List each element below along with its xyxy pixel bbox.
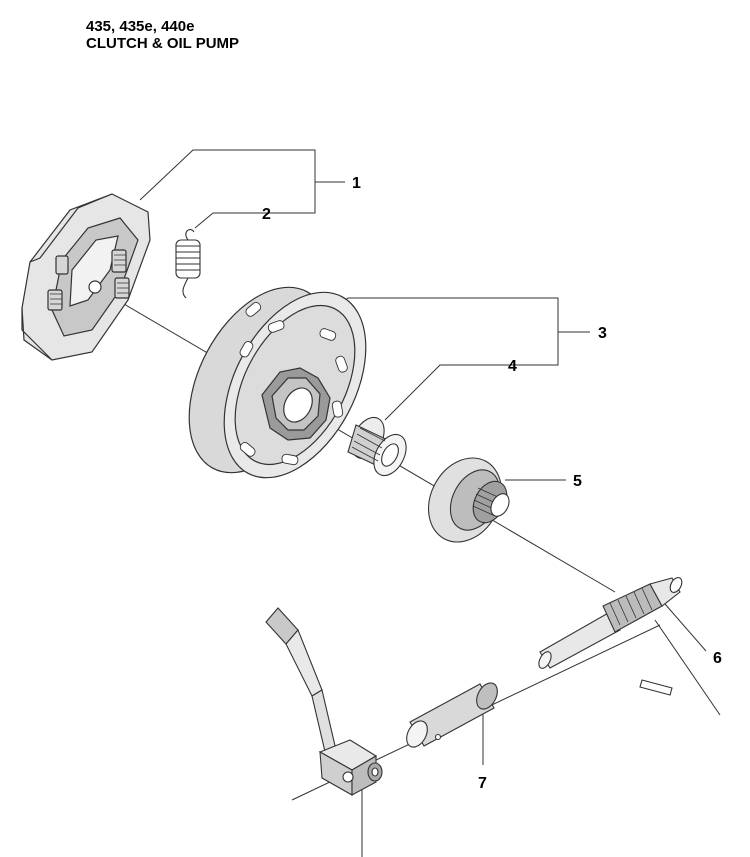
- leader-6: [664, 603, 707, 652]
- drive-shaft-part-6: [538, 577, 683, 696]
- oil-pump-lever: [265, 607, 383, 796]
- clutch-drum-part-3: [188, 286, 367, 479]
- callout-6: 6: [713, 650, 722, 667]
- model-numbers: 435, 435e, 440e: [86, 18, 195, 35]
- leader-3: [329, 297, 590, 333]
- leader-1: [139, 149, 345, 201]
- section-name: CLUTCH & OIL PUMP: [86, 35, 240, 52]
- clutch-spring-part-2: [175, 229, 201, 299]
- callout-5: 5: [573, 473, 582, 490]
- needle-bearing-part-4: [347, 416, 407, 477]
- diagram-title: 435, 435e, 440e CLUTCH & OIL PUMP: [86, 18, 239, 52]
- leader-4: [384, 332, 559, 421]
- clutch-assembly-part-1: [21, 193, 151, 361]
- callout-1: 1: [352, 175, 361, 192]
- sleeve-part-7: [406, 682, 498, 748]
- axis-line-drive: [654, 619, 721, 716]
- callout-7: 7: [478, 775, 487, 792]
- callout-2: 2: [262, 206, 271, 223]
- oil-pump-disc-part-5: [428, 457, 510, 543]
- leader-2: [194, 182, 316, 229]
- callout-4: 4: [508, 358, 517, 375]
- callout-3: 3: [598, 325, 607, 342]
